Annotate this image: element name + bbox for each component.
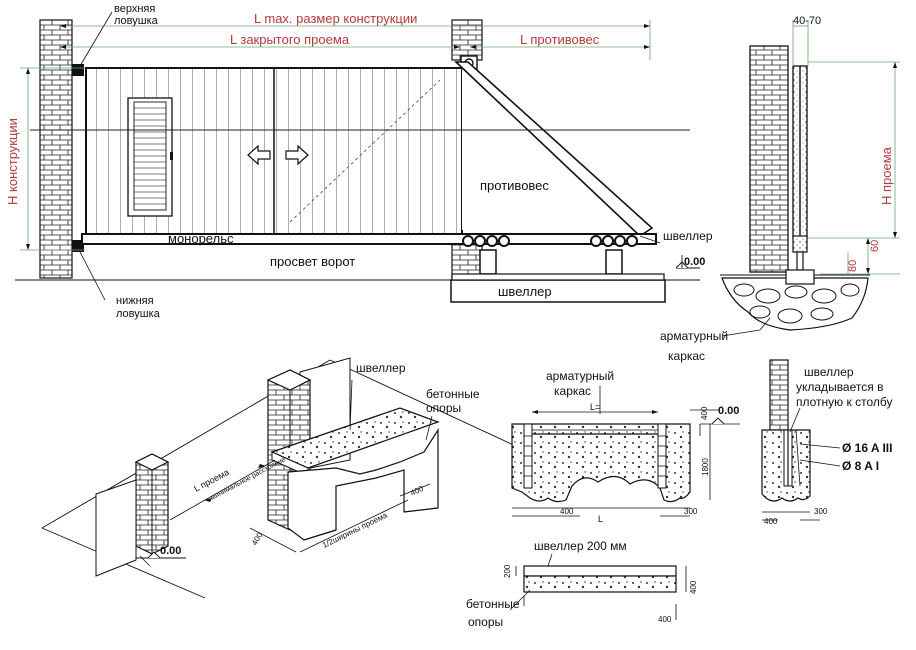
l-counterweight-label: L противовес [520, 32, 600, 47]
roller-group-left [462, 235, 510, 275]
detail-dim-300: 300 [814, 507, 828, 516]
iso-dim-400b: 400 [250, 530, 265, 547]
section-dim-300: 300 [684, 507, 698, 516]
upper-catcher-block [72, 64, 84, 76]
gate-elevation [15, 11, 700, 303]
beam-dim-200: 200 [503, 564, 512, 578]
beam-channel-label: швеллер 200 мм [534, 539, 627, 553]
monorail-label: монорельс [168, 231, 234, 246]
section-dim-400-top: 400 [700, 406, 709, 420]
base-channel [450, 279, 666, 303]
beam-channel [523, 565, 677, 577]
beam-concrete [523, 575, 677, 593]
slide-arrow-right-icon [285, 144, 309, 166]
beam-dim-400: 400 [689, 580, 698, 594]
section-l-eq: L= [590, 402, 600, 412]
channel-bottom-label: швеллер [498, 284, 552, 299]
pillar-detail [761, 359, 841, 521]
beam-dim-400-bottom: 400 [658, 615, 672, 624]
h-opening-label: H проема [879, 146, 894, 205]
slide-arrow-left-icon [247, 144, 271, 166]
left-pillar [39, 19, 73, 279]
l-opening-label: L закрытого проема [230, 32, 350, 47]
section-dim-1800: 1800 [701, 458, 710, 476]
section-zero-level: 0.00 [718, 405, 739, 417]
beam-section [509, 553, 687, 620]
iso-channel-label: швеллер [356, 361, 406, 375]
counterweight-label: противовес [480, 178, 549, 193]
monorail [81, 233, 657, 245]
detail-rebar-16: Ø 16 A III [842, 441, 892, 455]
dim-80: 80 [847, 260, 859, 272]
zero-level-top: 0.00 [684, 256, 705, 268]
roller-group-right [590, 235, 638, 275]
section-l: L [598, 514, 603, 524]
l-max-label: L max. размер конструкции [254, 11, 417, 26]
dim-60: 60 [869, 240, 881, 252]
channel-label: швеллер [663, 229, 713, 243]
detail-dim-400: 400 [764, 517, 778, 526]
dim-40-70: 40-70 [793, 15, 821, 27]
detail-rebar-8: Ø 8 A I [842, 459, 879, 473]
side-section [720, 20, 900, 331]
section-concrete-body [511, 423, 691, 503]
isometric-view [41, 357, 521, 599]
clearance-label: просвет ворот [270, 254, 355, 269]
concrete-section [511, 386, 740, 517]
section-dim-400-bottom: 400 [560, 507, 574, 516]
h-construction-label: H конструкции [5, 118, 20, 205]
side-pillar [749, 45, 789, 273]
iso-zero-level: 0.00 [160, 545, 181, 557]
